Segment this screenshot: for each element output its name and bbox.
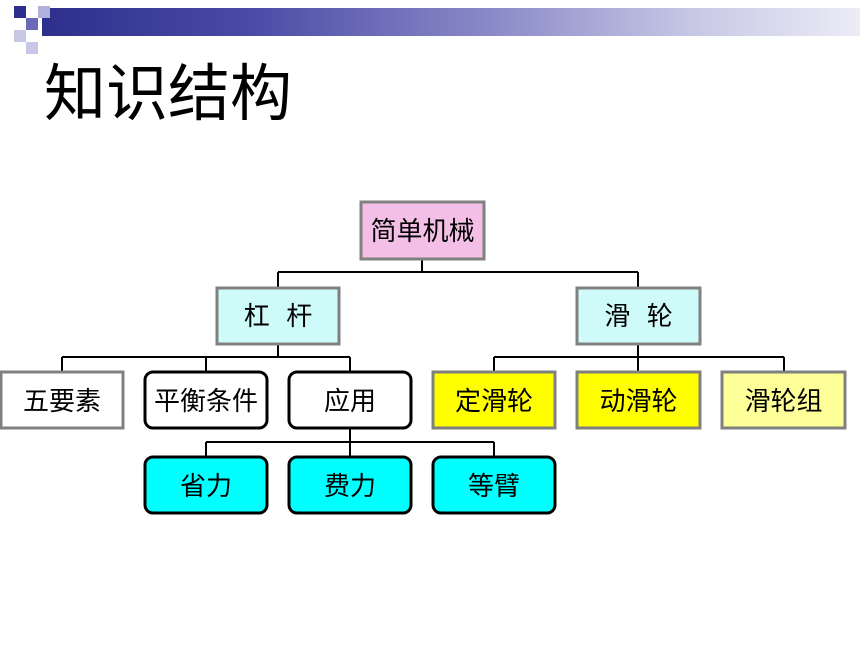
node-lever: 杠 杆: [215, 286, 341, 346]
node-force-saving: 省力: [143, 455, 269, 515]
node-application-label: 应用: [324, 387, 376, 417]
node-lever-label: 杠 杆: [244, 302, 313, 332]
node-movable-pulley: 动滑轮: [575, 370, 702, 430]
node-pulley: 滑 轮: [575, 286, 702, 346]
node-balance-condition: 平衡条件: [143, 370, 269, 430]
header-square-5: [26, 42, 38, 54]
node-balance-condition-label: 平衡条件: [154, 387, 258, 417]
node-force-costing-label: 费力: [324, 472, 376, 502]
header-gradient-bar: [42, 8, 860, 36]
header-square-1: [14, 6, 26, 18]
node-equal-arm: 等臂: [431, 455, 557, 515]
node-simple-machines-label: 简单机械: [370, 217, 474, 247]
slide-header-decoration: [0, 0, 860, 56]
node-application: 应用: [287, 370, 413, 430]
node-pulley-label: 滑 轮: [604, 302, 673, 332]
node-pulley-block: 滑轮组: [720, 370, 847, 430]
node-force-saving-label: 省力: [180, 472, 232, 502]
slide-title: 知识结构: [44, 57, 293, 130]
node-simple-machines: 简单机械: [359, 200, 486, 261]
connector-lines: [61, 259, 785, 457]
node-movable-pulley-label: 动滑轮: [599, 387, 677, 417]
node-fixed-pulley-label: 定滑轮: [455, 387, 533, 417]
node-equal-arm-label: 等臂: [468, 472, 520, 502]
node-five-elements: 五要素: [0, 370, 125, 430]
header-square-3: [38, 6, 50, 18]
node-fixed-pulley: 定滑轮: [431, 370, 557, 430]
node-five-elements-label: 五要素: [23, 387, 101, 417]
header-square-4: [14, 30, 26, 42]
node-force-costing: 费力: [287, 455, 413, 515]
header-square-2: [26, 18, 38, 30]
node-pulley-block-label: 滑轮组: [744, 387, 822, 417]
